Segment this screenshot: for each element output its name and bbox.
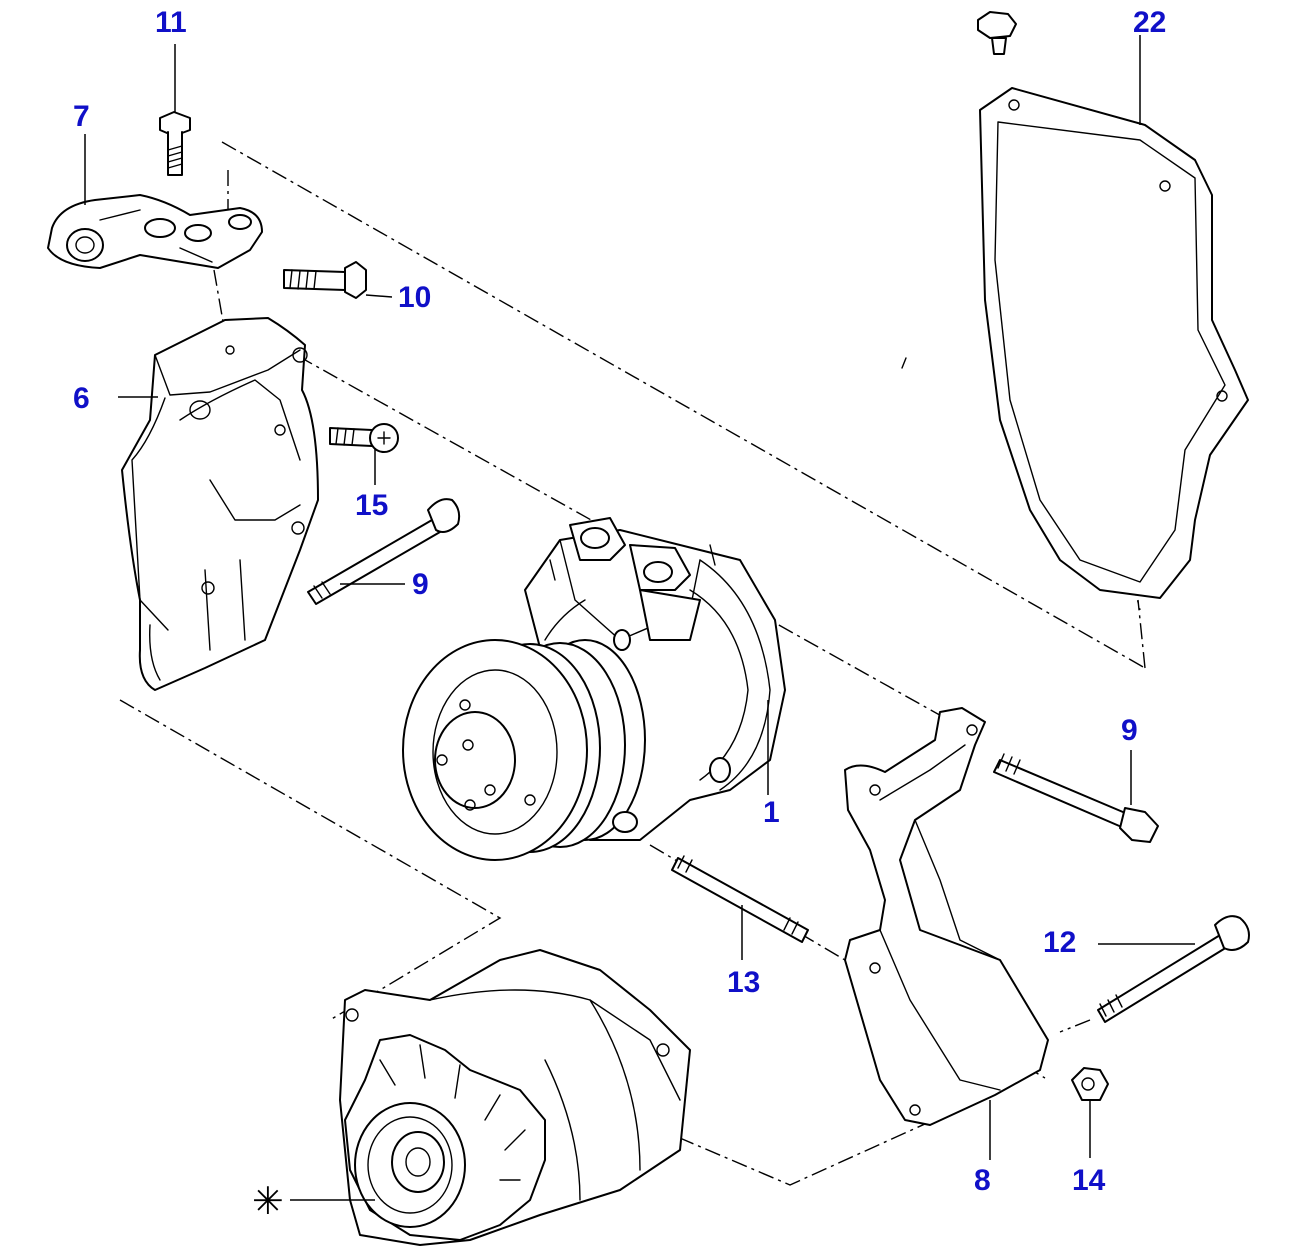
bolt-9-left[interactable] bbox=[307, 498, 461, 605]
callout-star: ✳ bbox=[252, 1179, 284, 1223]
callout-8: 8 bbox=[974, 1164, 991, 1197]
callout-15: 15 bbox=[355, 489, 388, 522]
compressor-1[interactable] bbox=[402, 517, 786, 861]
alternator-star[interactable] bbox=[339, 949, 691, 1246]
bolt-22-top[interactable] bbox=[977, 11, 1017, 55]
callout-12: 12 bbox=[1043, 926, 1076, 959]
stray-mark bbox=[901, 357, 907, 369]
callouts: 11 7 10 6 15 9 22 9 1 12 13 8 14 ✳ bbox=[73, 6, 1166, 1223]
stud-13[interactable] bbox=[671, 855, 809, 943]
callout-14: 14 bbox=[1072, 1164, 1106, 1197]
nut-14[interactable] bbox=[1071, 1067, 1109, 1101]
callout-7: 7 bbox=[73, 100, 90, 133]
bolt-12[interactable] bbox=[1097, 915, 1250, 1023]
leader-lines bbox=[84, 35, 1195, 1201]
callout-6: 6 bbox=[73, 382, 90, 415]
callout-11: 11 bbox=[155, 6, 187, 39]
callout-13: 13 bbox=[727, 966, 760, 999]
callout-10: 10 bbox=[398, 281, 431, 314]
bolt-10[interactable] bbox=[283, 261, 367, 299]
cover-22[interactable] bbox=[979, 87, 1249, 599]
callout-9-left: 9 bbox=[412, 568, 429, 601]
bolt-9-right[interactable] bbox=[993, 753, 1159, 843]
bolt-15[interactable] bbox=[329, 423, 399, 453]
bolt-11[interactable] bbox=[159, 111, 191, 176]
bracket-6[interactable] bbox=[121, 317, 319, 691]
bracket-7[interactable] bbox=[47, 194, 263, 269]
bracket-8[interactable] bbox=[844, 707, 1049, 1126]
callout-22: 22 bbox=[1133, 6, 1166, 39]
callout-9-right: 9 bbox=[1121, 714, 1138, 747]
callout-1: 1 bbox=[763, 796, 780, 829]
